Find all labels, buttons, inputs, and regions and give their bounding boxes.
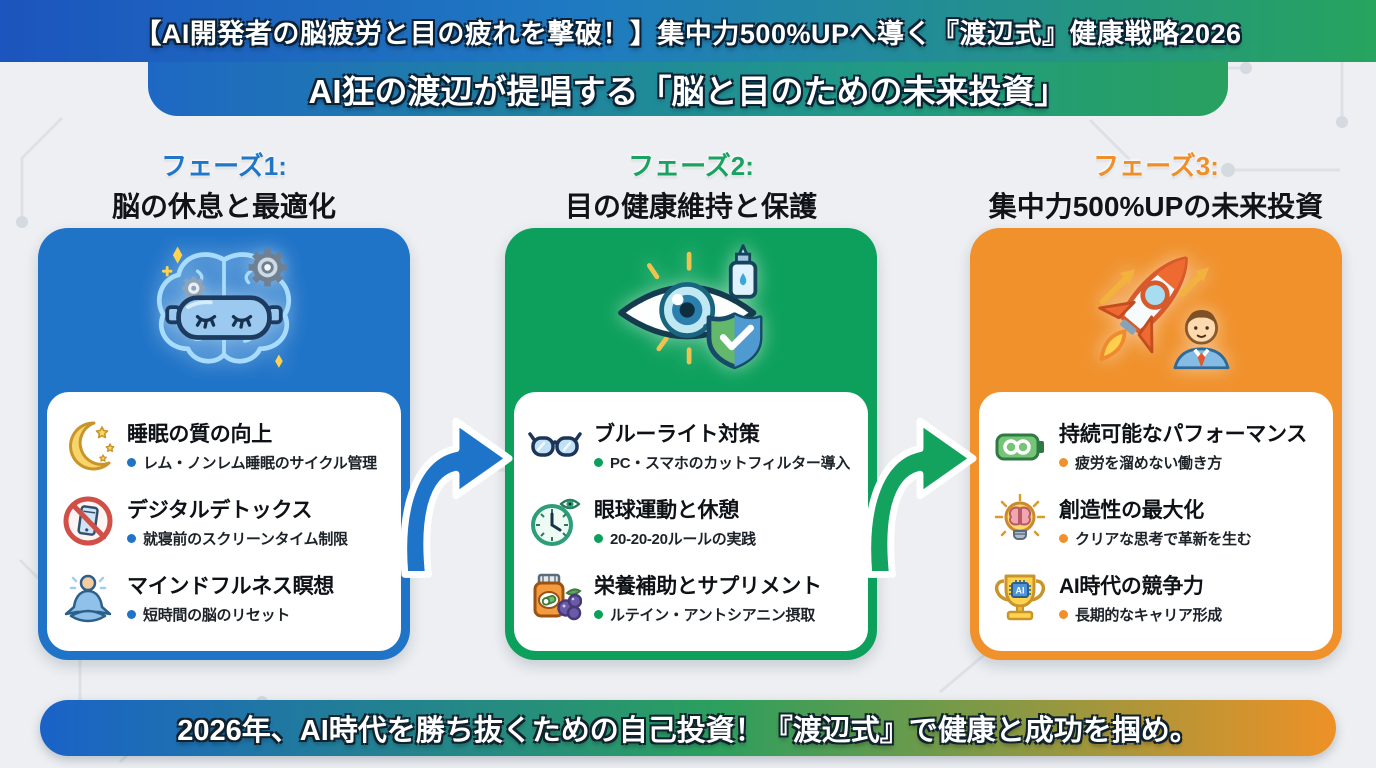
phase-1-panel: 睡眠の質の向上 レム・ノンレム睡眠のサイクル管理 — [47, 392, 401, 651]
bullet-dot — [127, 609, 136, 619]
feature-detail: PC・スマホのカットフィルター導入 — [594, 452, 850, 473]
feature-detail-text: レム・ノンレム睡眠のサイクル管理 — [143, 455, 377, 473]
supplement-bottle-berries-icon — [527, 569, 583, 625]
bullet-dot — [1059, 609, 1068, 619]
trophy-ai-chip-icon: AI — [992, 569, 1048, 625]
phase-1-header: フェーズ1: 脳の休息と最適化 — [38, 146, 410, 225]
curved-arrow-phase2-to-phase3-icon — [864, 417, 977, 578]
feature-item: 創造性の最大化 クリアな思考で革新を生む — [992, 493, 1320, 549]
bullet-dot — [127, 458, 136, 468]
phase-3-label: フェーズ3: — [1093, 151, 1219, 181]
feature-detail-text: 短時間の脳のリセット — [143, 606, 291, 624]
phase-1-card: 睡眠の質の向上 レム・ノンレム睡眠のサイクル管理 — [38, 228, 410, 660]
blue-light-glasses-icon — [527, 418, 583, 474]
feature-detail-text: 長期的なキャリア形成 — [1075, 606, 1223, 624]
page-title: 【AI開発者の脳疲労と目の疲れを撃破！】集中力500%UPへ導く『渡辺式』健康戦… — [134, 18, 1242, 49]
no-smartphone-icon — [60, 493, 116, 549]
rocket-businessman-icon — [970, 228, 1342, 392]
feature-detail: クリアな思考で革新を生む — [1059, 528, 1252, 549]
feature-detail-text: ルテイン・アントシアニン摂取 — [610, 606, 815, 624]
feature-detail-text: 20-20-20ルールの実践 — [610, 530, 756, 548]
feature-detail-text: 就寝前のスクリーンタイム制限 — [143, 530, 348, 548]
phase-3-header: フェーズ3: 集中力500%UPの未来投資 — [970, 146, 1342, 225]
feature-title: 持続可能なパフォーマンス — [1059, 423, 1307, 447]
bullet-dot — [127, 533, 136, 543]
phase-1-name: 脳の休息と最適化 — [111, 191, 336, 222]
phase-2-header: フェーズ2: 目の健康維持と保護 — [505, 146, 877, 225]
feature-detail: 20-20-20ルールの実践 — [594, 528, 756, 549]
bullet-dot — [594, 533, 603, 543]
footer-banner: 2026年、AI時代を勝ち抜くための自己投資！『渡辺式』で健康と成功を掴め。 — [40, 700, 1336, 756]
meditating-person-icon — [60, 569, 116, 625]
brain-sleep-mask-gears-icon — [38, 228, 410, 392]
feature-item: デジタルデトックス 就寝前のスクリーンタイム制限 — [60, 493, 388, 549]
phase-3-panel: 持続可能なパフォーマンス 疲労を溜めない働き方 — [979, 392, 1333, 651]
feature-title: 眼球運動と休憩 — [594, 498, 739, 522]
bullet-dot — [1059, 458, 1068, 468]
header-banner: 【AI開発者の脳疲労と目の疲れを撃破！】集中力500%UPへ導く『渡辺式』健康戦… — [0, 0, 1376, 62]
feature-item: 持続可能なパフォーマンス 疲労を溜めない働き方 — [992, 418, 1320, 474]
lightbulb-brain-icon — [992, 493, 1048, 549]
phase-3-card: 持続可能なパフォーマンス 疲労を溜めない働き方 — [970, 228, 1342, 660]
feature-detail: ルテイン・アントシアニン摂取 — [594, 604, 822, 625]
curved-arrow-phase1-to-phase2-icon — [400, 417, 513, 578]
footer-text: 2026年、AI時代を勝ち抜くための自己投資！『渡辺式』で健康と成功を掴め。 — [177, 715, 1199, 747]
feature-detail: 疲労を溜めない働き方 — [1059, 452, 1307, 473]
feature-title: 睡眠の質の向上 — [127, 423, 272, 447]
feature-title: 栄養補助とサプリメント — [594, 574, 822, 598]
battery-infinity-icon — [992, 418, 1048, 474]
feature-item: マインドフルネス瞑想 短時間の脳のリセット — [60, 569, 388, 625]
trophy-chip-text: AI — [1016, 586, 1025, 596]
bullet-dot — [594, 458, 603, 468]
page-subtitle: AI狂の渡辺が提唱する「脳と目のための未来投資」 — [308, 73, 1068, 110]
phase-2-panel: ブルーライト対策 PC・スマホのカットフィルター導入 — [514, 392, 868, 651]
feature-detail: 就寝前のスクリーンタイム制限 — [127, 528, 348, 549]
feature-detail: 短時間の脳のリセット — [127, 604, 334, 625]
feature-item: 睡眠の質の向上 レム・ノンレム睡眠のサイクル管理 — [60, 418, 388, 474]
phase-1-label: フェーズ1: — [161, 151, 287, 181]
eye-dropper-shield-icon — [505, 228, 877, 392]
feature-title: ブルーライト対策 — [594, 423, 760, 447]
feature-title: デジタルデトックス — [127, 498, 313, 522]
phase-2-card: ブルーライト対策 PC・スマホのカットフィルター導入 — [505, 228, 877, 660]
phase-2-name: 目の健康維持と保護 — [564, 191, 817, 222]
phase-3-name: 集中力500%UPの未来投資 — [988, 191, 1324, 222]
feature-detail: 長期的なキャリア形成 — [1059, 604, 1222, 625]
feature-item: ブルーライト対策 PC・スマホのカットフィルター導入 — [527, 418, 855, 474]
feature-title: AI時代の競争力 — [1059, 574, 1204, 598]
crescent-moon-stars-icon — [60, 418, 116, 474]
feature-title: マインドフルネス瞑想 — [127, 574, 334, 598]
feature-detail-text: PC・スマホのカットフィルター導入 — [610, 455, 850, 473]
bullet-dot — [594, 609, 603, 619]
subtitle-banner: AI狂の渡辺が提唱する「脳と目のための未来投資」 — [148, 62, 1228, 116]
phase-2-label: フェーズ2: — [628, 151, 754, 181]
feature-item: AI AI時代の競争力 長期的なキャリア形成 — [992, 569, 1320, 625]
feature-title: 創造性の最大化 — [1059, 498, 1204, 522]
clock-with-eye-icon — [527, 493, 583, 549]
feature-detail-text: クリアな思考で革新を生む — [1075, 530, 1252, 548]
feature-detail-text: 疲労を溜めない働き方 — [1075, 455, 1223, 473]
bullet-dot — [1059, 533, 1068, 543]
feature-item: 栄養補助とサプリメント ルテイン・アントシアニン摂取 — [527, 569, 855, 625]
feature-detail: レム・ノンレム睡眠のサイクル管理 — [127, 452, 377, 473]
feature-item: 眼球運動と休憩 20-20-20ルールの実践 — [527, 493, 855, 549]
